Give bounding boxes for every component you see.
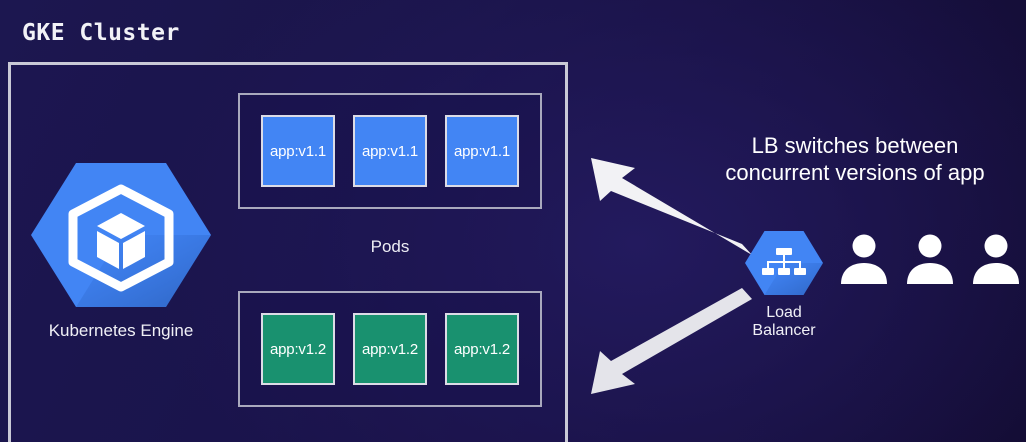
lb-caption-line2: concurrent versions of app <box>725 159 985 185</box>
user-icon <box>838 232 890 284</box>
users-group <box>838 232 1022 284</box>
pod-item[interactable]: app:v1.1 <box>445 115 519 187</box>
pod-item[interactable]: app:v1.2 <box>445 313 519 385</box>
kubernetes-engine-hexagon-icon <box>31 155 211 315</box>
load-balancer-label-line2: Balancer <box>752 322 816 340</box>
kubernetes-engine-node: Kubernetes Engine <box>30 155 212 341</box>
pod-item[interactable]: app:v1.1 <box>261 115 335 187</box>
lb-caption: LB switches between concurrent versions … <box>690 133 1020 187</box>
load-balancer-label-line1: Load <box>766 304 802 321</box>
load-balancer-hexagon-icon <box>745 228 823 298</box>
page-title: GKE Cluster <box>22 20 180 46</box>
load-balancer-node: Load Balancer <box>736 228 832 341</box>
pod-item[interactable]: app:v1.2 <box>353 313 427 385</box>
pod-group-v12: app:v1.2 app:v1.2 app:v1.2 <box>238 291 542 407</box>
arrow-lb-to-v12 <box>591 288 752 394</box>
pod-item[interactable]: app:v1.2 <box>261 313 335 385</box>
load-balancer-label: Load Balancer <box>736 304 832 341</box>
pods-label: Pods <box>370 237 410 256</box>
pod-group-v11: app:v1.1 app:v1.1 app:v1.1 <box>238 93 542 209</box>
pod-item[interactable]: app:v1.1 <box>353 115 427 187</box>
lb-caption-line1: LB switches between <box>751 133 959 158</box>
user-icon <box>970 232 1022 284</box>
user-icon <box>904 232 956 284</box>
kubernetes-engine-label: Kubernetes Engine <box>48 321 194 340</box>
